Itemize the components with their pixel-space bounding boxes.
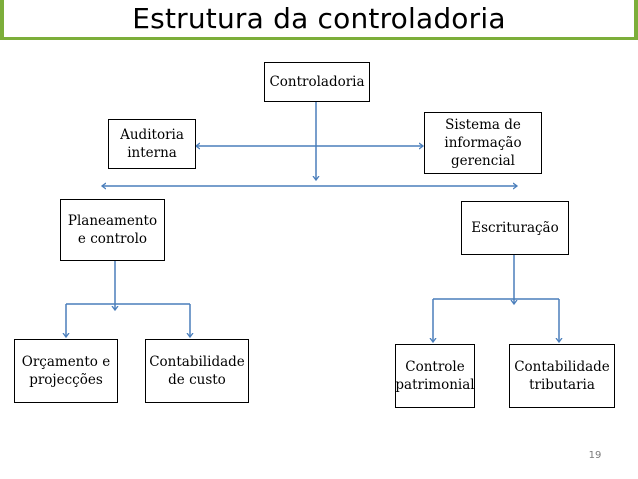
page-number: 19 (588, 450, 602, 461)
node-auditoria-interna: Auditoria interna (108, 119, 196, 169)
node-controle-patrimonial: Controle patrimonial (395, 344, 475, 408)
title-bar (0, 0, 638, 40)
node-orcamento: Orçamento e projecções (14, 339, 118, 403)
node-contabilidade-custo: Contabilidade de custo (145, 339, 249, 403)
node-escrituracao: Escrituração (461, 201, 569, 255)
node-planeamento: Planeamento e controlo (60, 199, 165, 261)
node-sistema-informacao: Sistema de informação gerencial (424, 112, 542, 174)
node-contabilidade-tributaria: Contabilidade tributaria (509, 344, 615, 408)
node-controladoria: Controladoria (264, 62, 370, 102)
page-title: Estrutura da controladoria (132, 2, 506, 35)
